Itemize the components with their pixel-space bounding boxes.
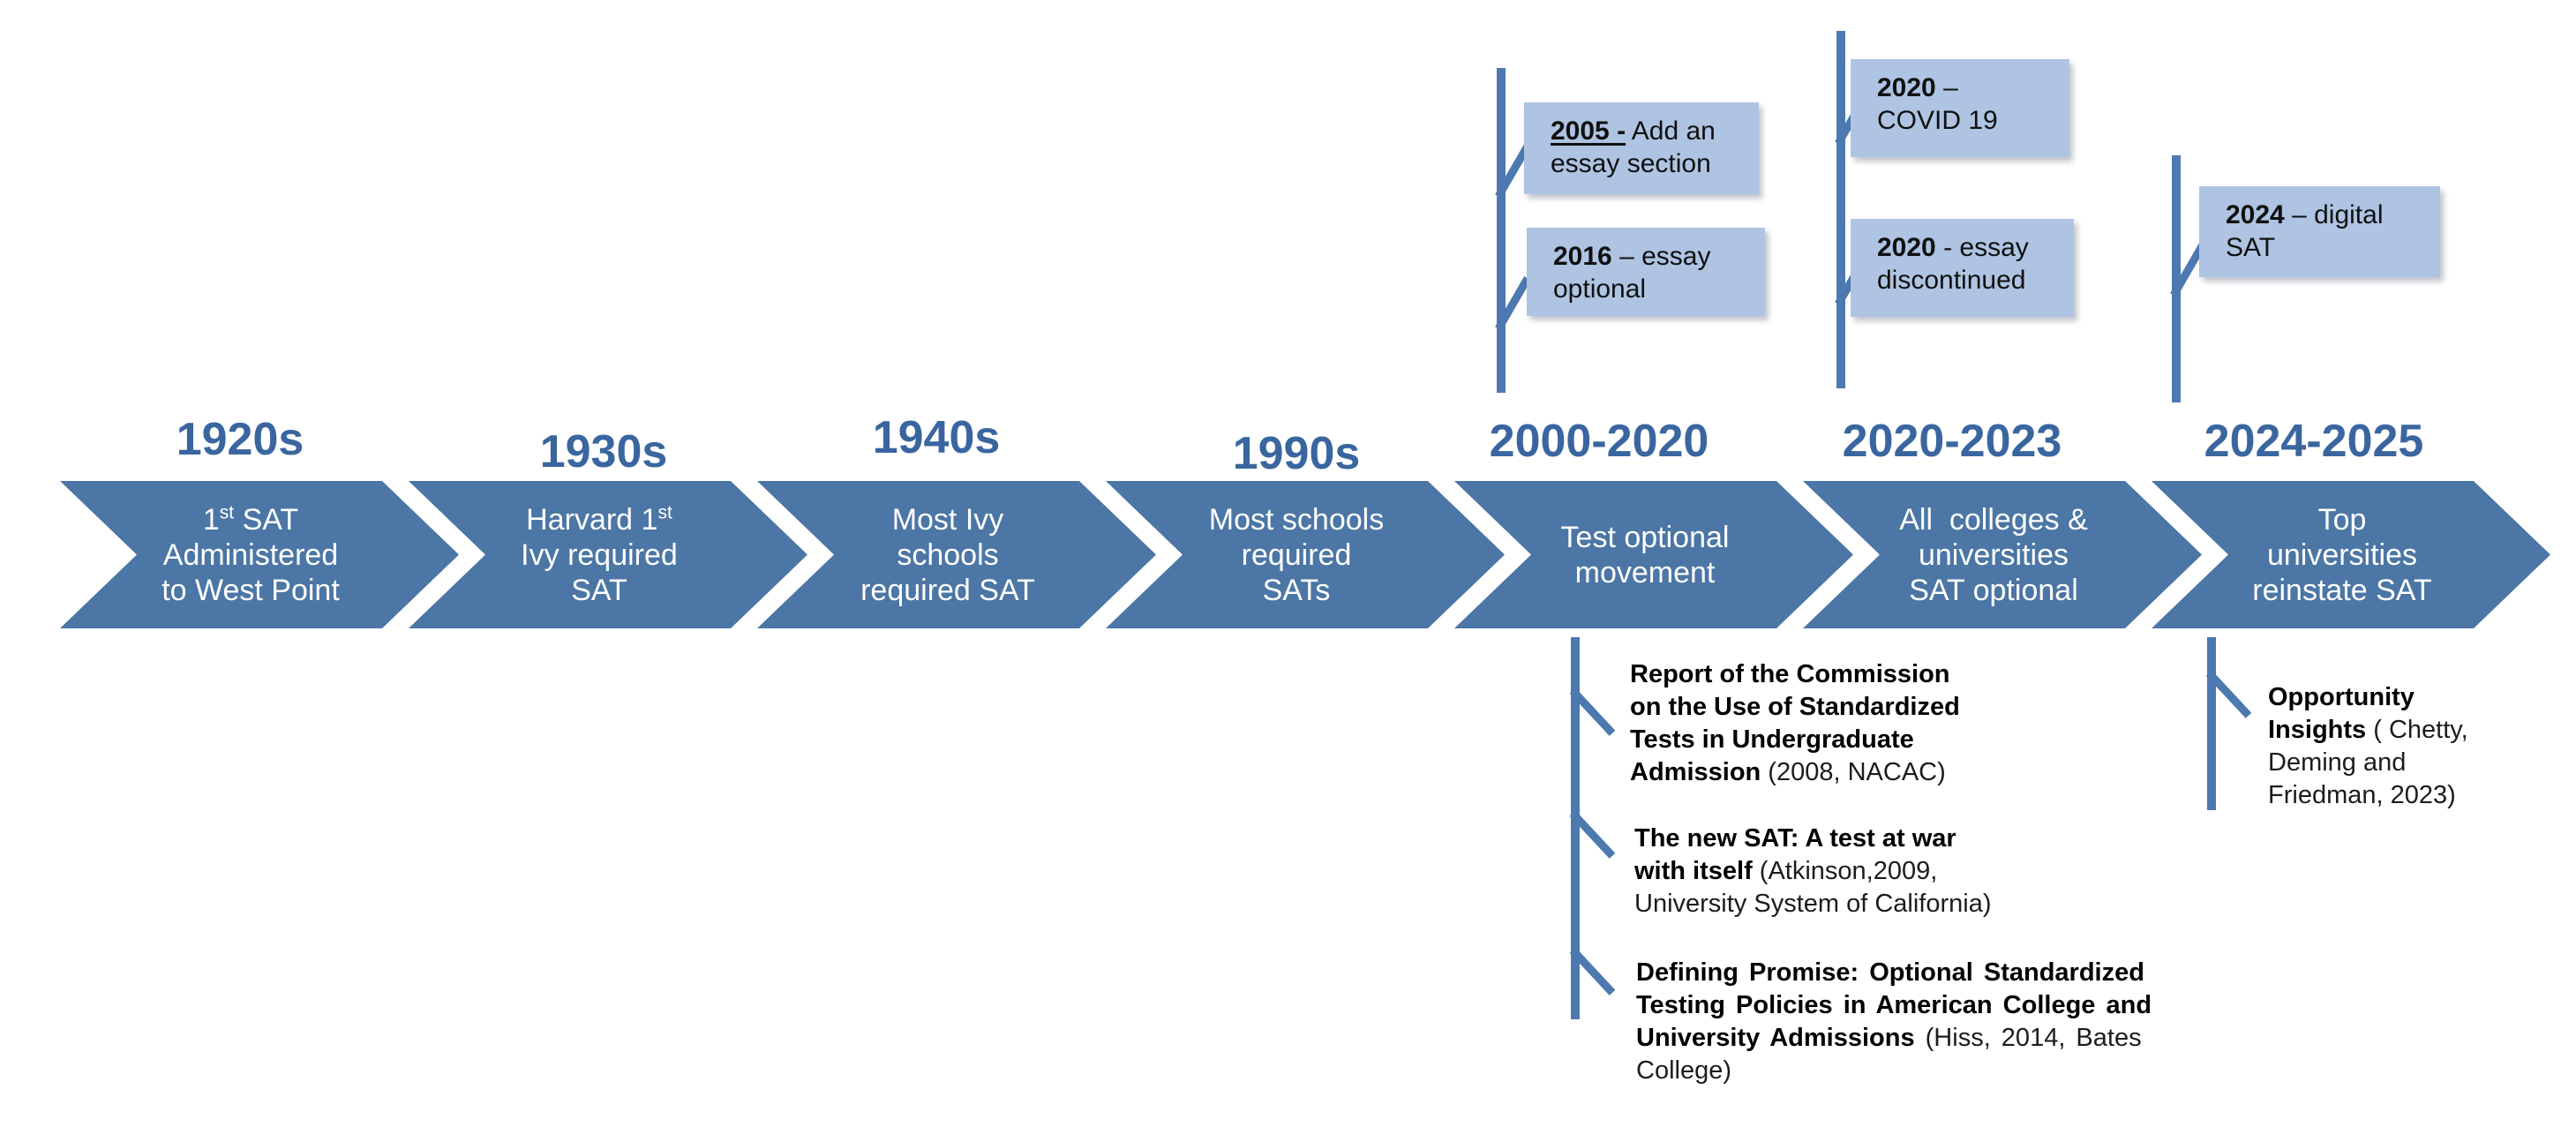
era-label-1920s: 1920s xyxy=(176,414,304,465)
note-nacac-report: Report of the Commission on the Use of S… xyxy=(1630,660,1960,786)
chevron-1930s: Harvard 1st Ivy required SAT xyxy=(409,481,807,628)
chevron-1990s: Most schools required SATs xyxy=(1106,481,1505,628)
era-label-2024-2025: 2024-2025 xyxy=(2204,416,2424,467)
callout-2024-digital-sat: 2024 – digital SAT xyxy=(2199,186,2440,277)
era-label-2000-2020: 2000-2020 xyxy=(1489,416,1709,467)
connector-line-test-optional-research xyxy=(1571,637,1580,1019)
chevron-1920s: 1st SAT Administered to West Point xyxy=(60,481,459,628)
callout-2005-essay-added: 2005 - Add an essay section xyxy=(1524,102,1759,194)
callout-2020-essay-discontinued: 2020 - essay discontinued xyxy=(1851,219,2074,317)
note-opportunity-insights: Opportunity Insights ( Chetty, Deming an… xyxy=(2268,683,2468,809)
chevron-text: Harvard 1st xyxy=(526,502,672,537)
connector-line-2024-events xyxy=(2172,155,2181,402)
chevron-2020-2023: All colleges & universities SAT optional xyxy=(1803,481,2202,628)
connector-line-reinstate-research xyxy=(2207,637,2216,810)
callout-2020-covid: 2020 – COVID 19 xyxy=(1851,59,2069,157)
era-label-1930s: 1930s xyxy=(539,426,668,477)
note-hiss-defining-promise: Defining Promise: Optional Standardized … xyxy=(1636,958,2152,1085)
chevron-text: 1st SAT xyxy=(202,502,299,537)
era-label-1940s: 1940s xyxy=(872,412,1001,463)
callout-2016-essay-optional: 2016 – essay optional xyxy=(1527,228,1765,316)
chevron-1940s: Most Ivy schools required SAT xyxy=(757,481,1156,628)
chevron-2024-2025: Top universities reinstate SAT xyxy=(2152,481,2550,628)
note-atkinson-new-sat: The new SAT: A test at war with itself (… xyxy=(1634,824,1992,918)
era-label-2020-2023: 2020-2023 xyxy=(1842,416,2062,467)
chevron-2000-2020: Test optional movement xyxy=(1454,481,1853,628)
connector-line-2020s-events xyxy=(1836,31,1845,388)
era-label-1990s: 1990s xyxy=(1232,428,1361,479)
connector-line-2000s-events xyxy=(1497,68,1506,393)
